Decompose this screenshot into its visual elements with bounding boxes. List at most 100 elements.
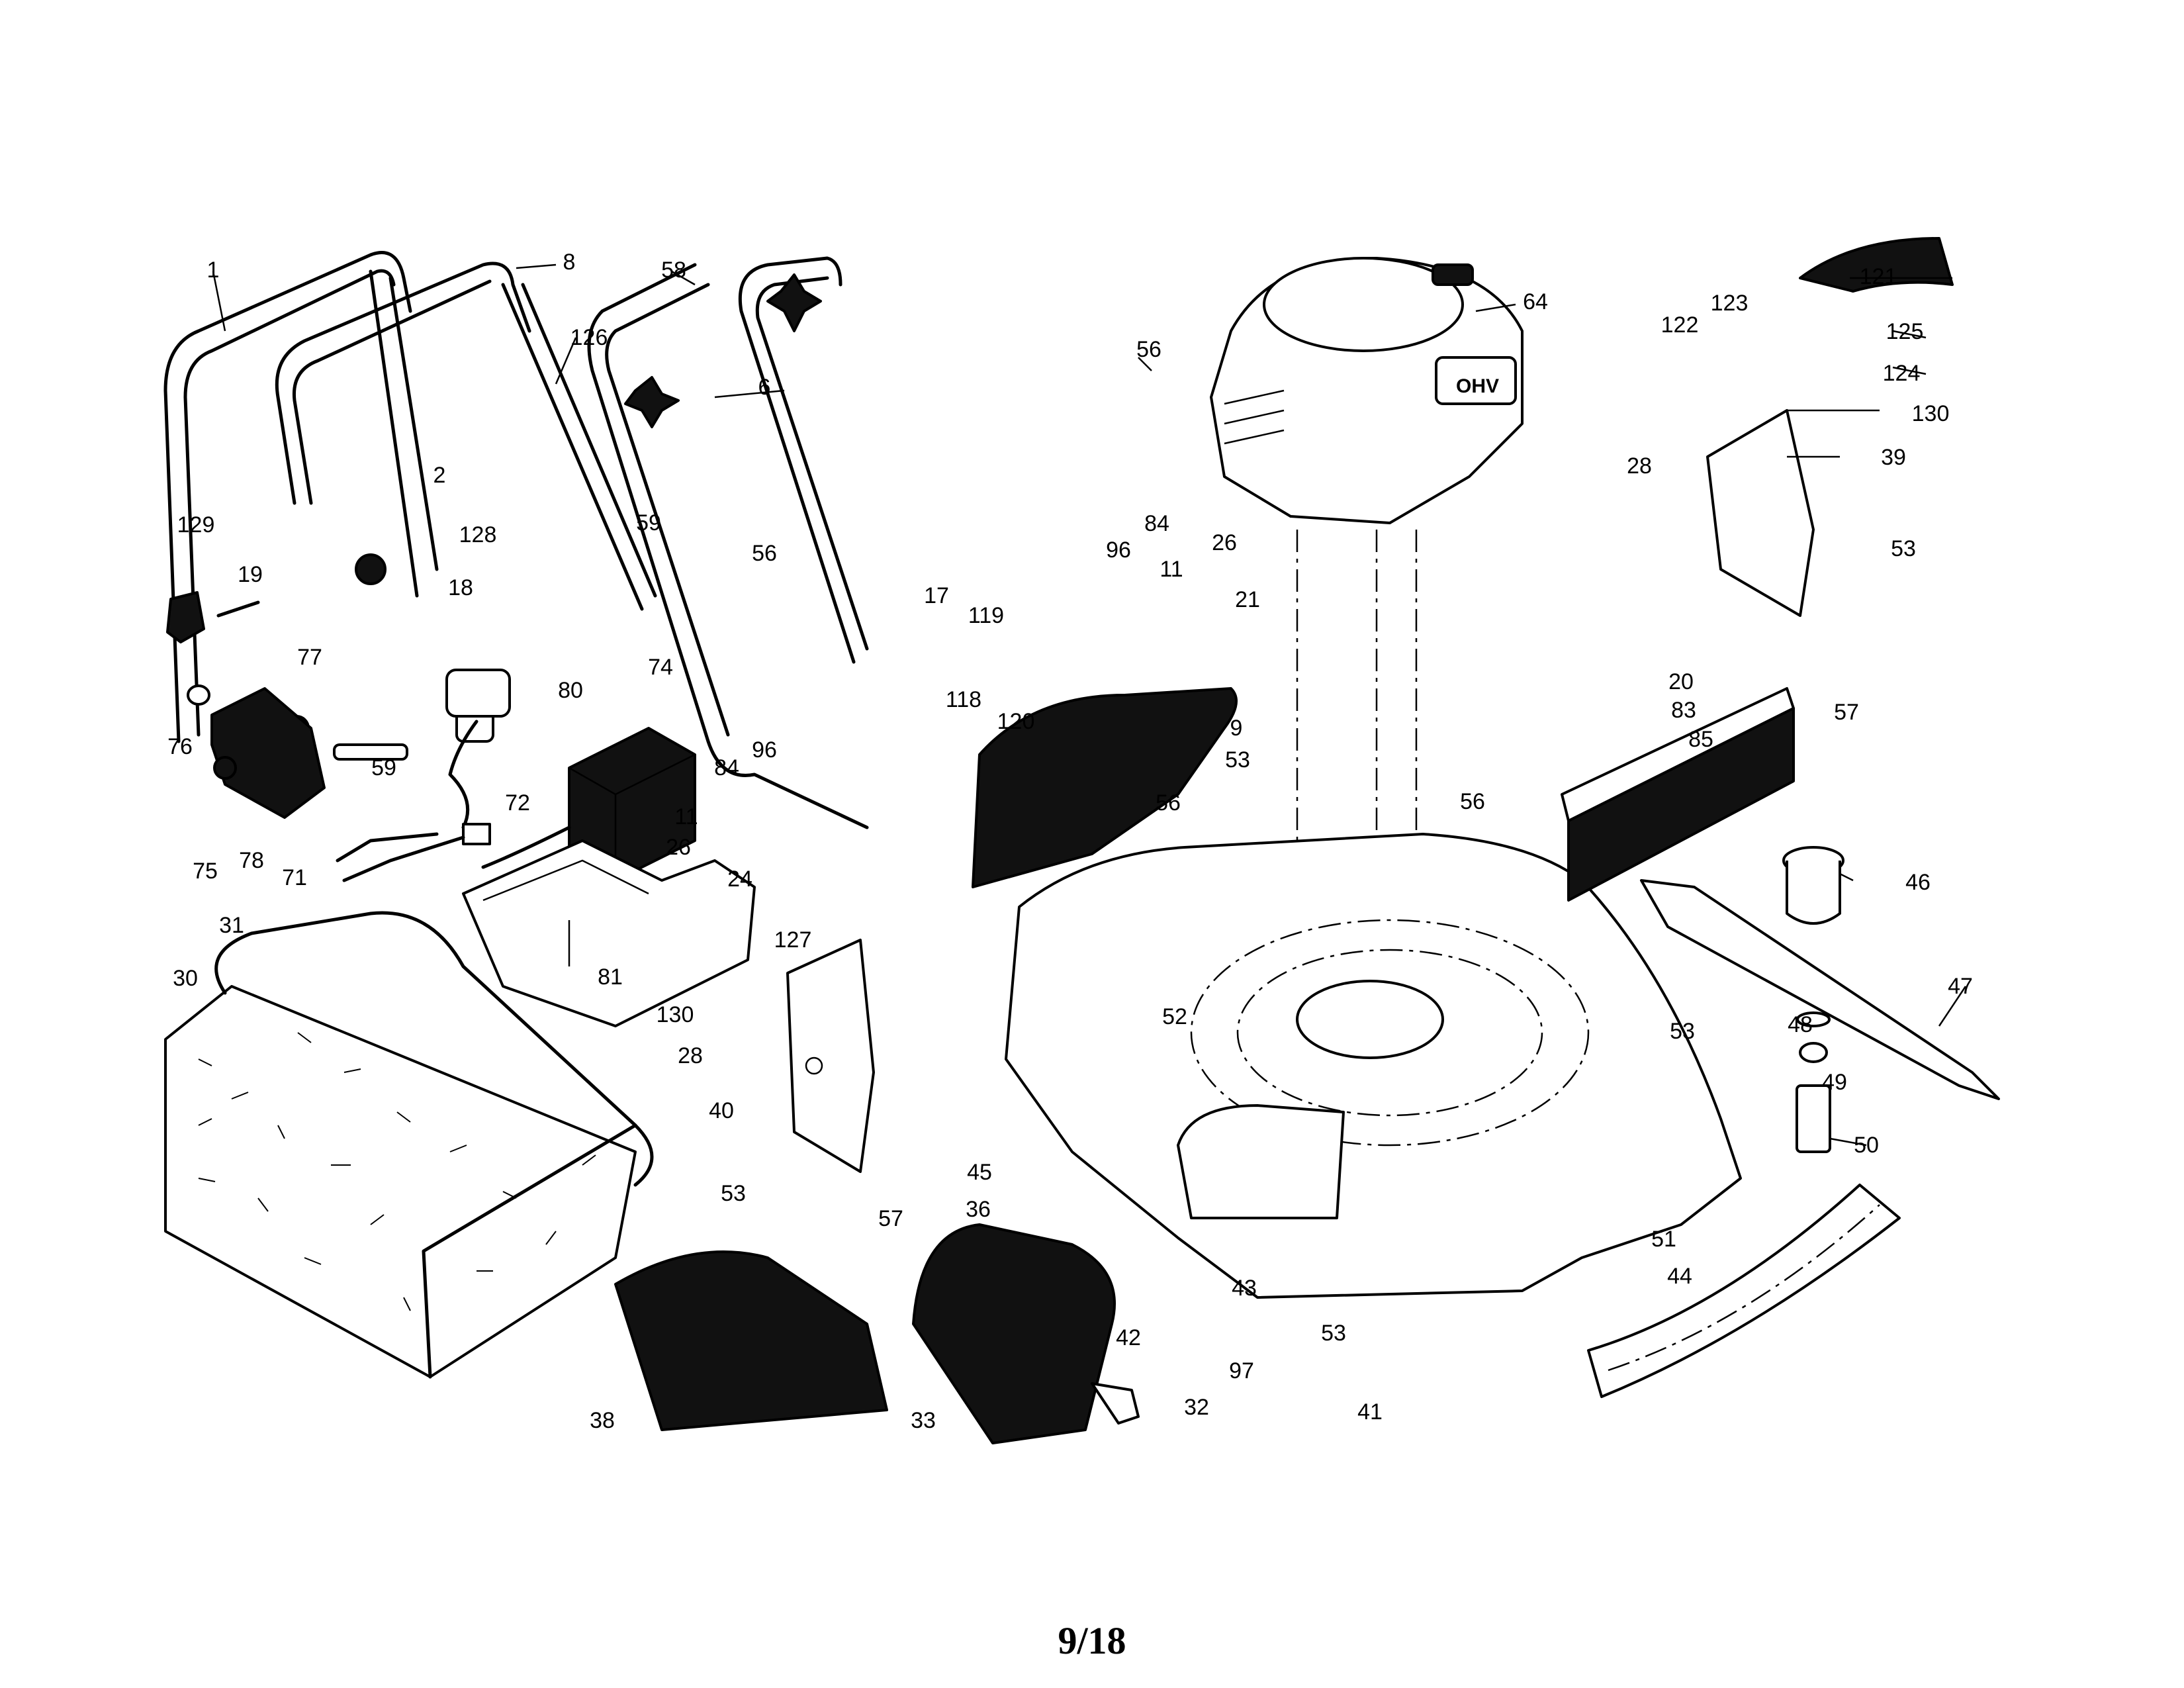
callout-32: 32 bbox=[1184, 1395, 1209, 1420]
callout-83: 83 bbox=[1671, 698, 1696, 723]
callout-45: 45 bbox=[967, 1160, 992, 1185]
blade-adapter-46 bbox=[1782, 846, 1844, 925]
callout-75: 75 bbox=[193, 859, 218, 884]
callout-56: 56 bbox=[1136, 337, 1161, 362]
washers-48-49 bbox=[1796, 1011, 1831, 1063]
callout-44: 44 bbox=[1667, 1264, 1692, 1289]
blade-47 bbox=[1640, 879, 2000, 1100]
callout-11: 11 bbox=[674, 804, 698, 829]
callout-43: 43 bbox=[1232, 1276, 1257, 1301]
callout-53: 53 bbox=[1670, 1019, 1695, 1044]
callout-47: 47 bbox=[1948, 974, 1973, 999]
callout-74: 74 bbox=[648, 655, 673, 680]
callout-123: 123 bbox=[1711, 291, 1749, 316]
handle-upper-8 bbox=[275, 261, 657, 611]
callout-120: 120 bbox=[997, 709, 1035, 734]
callout-78: 78 bbox=[239, 848, 264, 873]
rear-flap-38 bbox=[614, 1250, 888, 1431]
callout-77: 77 bbox=[297, 645, 322, 670]
front-bar-51 bbox=[1587, 1184, 1901, 1398]
callout-121: 121 bbox=[1860, 264, 1897, 289]
callout-41: 41 bbox=[1357, 1399, 1383, 1425]
callout-26: 26 bbox=[1212, 530, 1237, 555]
callout-48: 48 bbox=[1788, 1012, 1813, 1037]
callout-57: 57 bbox=[1834, 700, 1859, 725]
callout-19: 19 bbox=[238, 562, 263, 587]
rear-skirt-9 bbox=[972, 687, 1238, 888]
callout-127: 127 bbox=[774, 927, 812, 953]
callout-97: 97 bbox=[1229, 1358, 1254, 1383]
handle-upper-1 bbox=[163, 251, 439, 743]
callout-125: 125 bbox=[1886, 319, 1924, 344]
callout-84: 84 bbox=[714, 755, 739, 780]
callout-38: 38 bbox=[590, 1408, 615, 1433]
callout-56: 56 bbox=[1156, 790, 1181, 816]
callout-124: 124 bbox=[1883, 361, 1921, 386]
callout-49: 49 bbox=[1822, 1070, 1847, 1095]
callout-130: 130 bbox=[657, 1002, 694, 1027]
callout-17: 17 bbox=[924, 583, 949, 608]
callout-52: 52 bbox=[1162, 1004, 1187, 1029]
blade-bolt-50 bbox=[1796, 1084, 1831, 1153]
callout-53: 53 bbox=[1891, 536, 1916, 561]
callout-56: 56 bbox=[752, 541, 777, 566]
callout-64: 64 bbox=[1523, 289, 1548, 314]
callout-72: 72 bbox=[505, 790, 530, 816]
callout-85: 85 bbox=[1688, 727, 1713, 752]
wheel-bracket-39 bbox=[1706, 409, 1815, 617]
callout-11: 11 bbox=[1160, 557, 1183, 582]
callout-39: 39 bbox=[1881, 445, 1906, 470]
callout-53: 53 bbox=[721, 1181, 746, 1206]
callout-59: 59 bbox=[371, 755, 396, 780]
callout-96: 96 bbox=[1106, 538, 1131, 563]
callout-2: 2 bbox=[433, 463, 446, 488]
callout-9: 9 bbox=[1230, 716, 1243, 741]
callout-46: 46 bbox=[1905, 870, 1931, 895]
callout-84: 84 bbox=[1144, 511, 1169, 536]
callout-56: 56 bbox=[1460, 789, 1485, 814]
callout-128: 128 bbox=[459, 522, 497, 547]
deck-44 bbox=[1005, 833, 1742, 1299]
callout-76: 76 bbox=[167, 734, 193, 759]
callout-28: 28 bbox=[1627, 453, 1652, 479]
engine-64: OHV bbox=[1210, 257, 1524, 993]
callout-8: 8 bbox=[563, 250, 576, 275]
callout-33: 33 bbox=[911, 1408, 936, 1433]
callout-53: 53 bbox=[1225, 747, 1250, 773]
callout-26: 26 bbox=[666, 835, 691, 860]
callout-21: 21 bbox=[1235, 587, 1260, 612]
page-number: 9/18 bbox=[1058, 1619, 1126, 1662]
callout-96: 96 bbox=[752, 737, 777, 763]
callout-119: 119 bbox=[968, 603, 1004, 628]
discharge-chute-33 bbox=[912, 1223, 1140, 1444]
callout-118: 118 bbox=[946, 687, 981, 712]
callout-81: 81 bbox=[598, 964, 623, 990]
callout-36: 36 bbox=[966, 1197, 991, 1222]
knob-6 bbox=[624, 273, 822, 428]
callout-30: 30 bbox=[173, 966, 198, 991]
callout-31: 31 bbox=[219, 913, 244, 938]
battery-74 bbox=[481, 727, 696, 882]
callout-42: 42 bbox=[1116, 1325, 1141, 1350]
callout-50: 50 bbox=[1854, 1133, 1879, 1158]
grass-bag-30 bbox=[164, 911, 654, 1379]
callout-59: 59 bbox=[636, 510, 661, 536]
ohv-label: OHV bbox=[1456, 375, 1499, 397]
callout-80: 80 bbox=[558, 678, 583, 703]
callout-57: 57 bbox=[878, 1206, 903, 1231]
callout-18: 18 bbox=[448, 575, 473, 600]
callout-53: 53 bbox=[1321, 1321, 1346, 1346]
callout-28: 28 bbox=[678, 1043, 703, 1068]
callout-24: 24 bbox=[727, 867, 752, 892]
callout-20: 20 bbox=[1668, 669, 1694, 694]
callout-58: 58 bbox=[661, 258, 686, 283]
callout-129: 129 bbox=[177, 512, 215, 538]
baffle-20 bbox=[1561, 687, 1795, 902]
handle-lower-58 bbox=[587, 256, 869, 829]
wheel-bracket-40 bbox=[786, 939, 875, 1173]
control-parts bbox=[166, 553, 511, 882]
callout-6: 6 bbox=[758, 375, 771, 400]
callout-71: 71 bbox=[282, 865, 307, 890]
